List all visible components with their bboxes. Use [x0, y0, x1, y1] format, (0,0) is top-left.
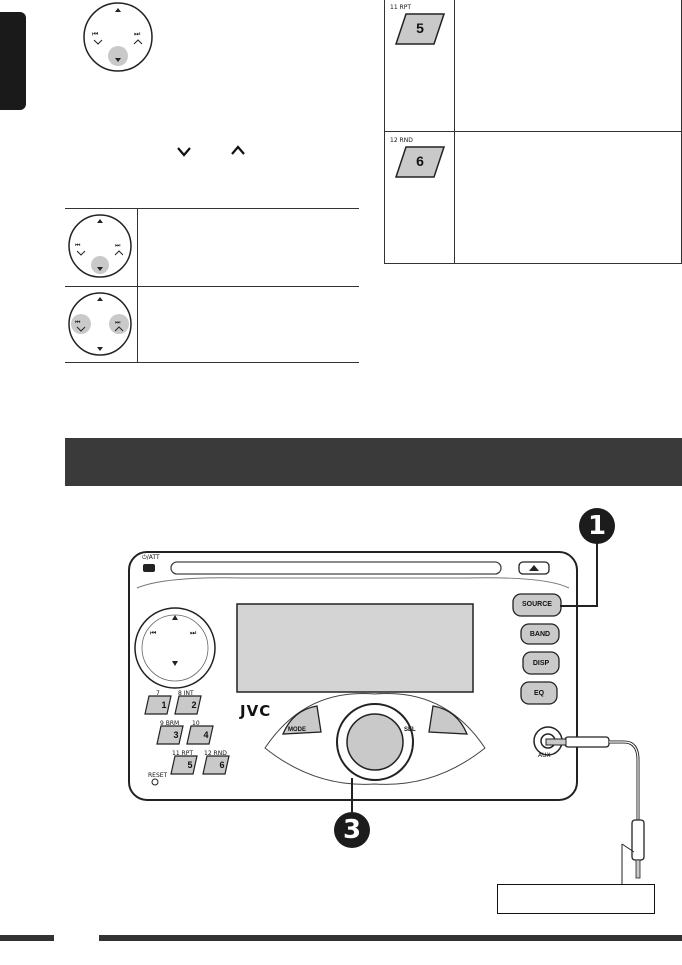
preset-4-label: 10	[192, 720, 200, 727]
preset-1-button[interactable]: 1	[161, 700, 167, 710]
cable-label-text	[498, 885, 654, 893]
sel-button[interactable]: SEL	[404, 727, 416, 733]
preset-5-unit-label: 11 RPT	[172, 750, 193, 757]
preset-3-label: 9 BRM	[160, 720, 180, 727]
preset-5-label: 11 RPT	[390, 4, 411, 11]
preset-2-label: 8 INT	[178, 690, 194, 697]
preset-1-label: 7	[156, 690, 160, 697]
preset-3-button[interactable]: 3	[173, 730, 179, 740]
car-stereo-illustration	[128, 551, 578, 801]
preset-6-key-icon	[394, 146, 446, 178]
reset-label: RESET	[148, 772, 168, 779]
preset-6-button[interactable]: 6	[219, 760, 225, 770]
control-dial[interactable]	[350, 718, 398, 766]
svg-text:⏭: ⏭	[115, 319, 121, 326]
power-label: ⏻/ATT	[142, 554, 160, 561]
section-banner	[65, 438, 682, 486]
svg-text:⏮: ⏮	[92, 30, 98, 38]
svg-text:⏭: ⏭	[115, 242, 121, 249]
chevron-down-icon	[177, 147, 191, 157]
preset-5-number: 5	[416, 20, 424, 36]
control-pad-icon: ⏮ ⏭	[83, 2, 153, 72]
preset-5-key-icon	[394, 13, 446, 45]
footer-bar-right	[99, 935, 682, 941]
svg-text:⏮: ⏮	[75, 242, 81, 249]
next-icon[interactable]: ⏭	[190, 630, 197, 637]
disp-button[interactable]: DISP	[532, 660, 550, 667]
source-button[interactable]: SOURCE	[522, 601, 552, 608]
aux-label: AUX	[538, 752, 551, 759]
section-title	[65, 438, 682, 466]
band-button[interactable]: BAND	[529, 631, 551, 638]
preset-2-button[interactable]: 2	[191, 700, 197, 710]
svg-text:⏮: ⏮	[75, 319, 81, 326]
footer-bar-left	[0, 935, 54, 941]
preset-4-button[interactable]: 4	[203, 730, 209, 740]
callout-1: 1	[579, 508, 615, 544]
preset-5-button[interactable]: 5	[187, 760, 193, 770]
jvc-logo: JVC	[240, 702, 272, 720]
eq-button[interactable]: EQ	[533, 690, 545, 697]
svg-text:⏭: ⏭	[134, 30, 141, 38]
control-pad-left-right-icon: ⏮ ⏭	[68, 292, 132, 356]
prev-icon[interactable]: ⏮	[150, 630, 157, 637]
preset-6-label: 12 RND	[390, 137, 413, 144]
chevron-up-icon	[231, 145, 245, 155]
preset-6-number: 6	[416, 153, 424, 169]
preset-6-unit-label: 12 RND	[204, 750, 227, 757]
language-tab	[0, 12, 26, 110]
mode-button[interactable]: MODE	[288, 727, 306, 733]
callout-3: 3	[334, 812, 370, 848]
control-pad-down-icon: ⏮ ⏭	[68, 214, 132, 278]
cable-label-box	[497, 884, 655, 914]
